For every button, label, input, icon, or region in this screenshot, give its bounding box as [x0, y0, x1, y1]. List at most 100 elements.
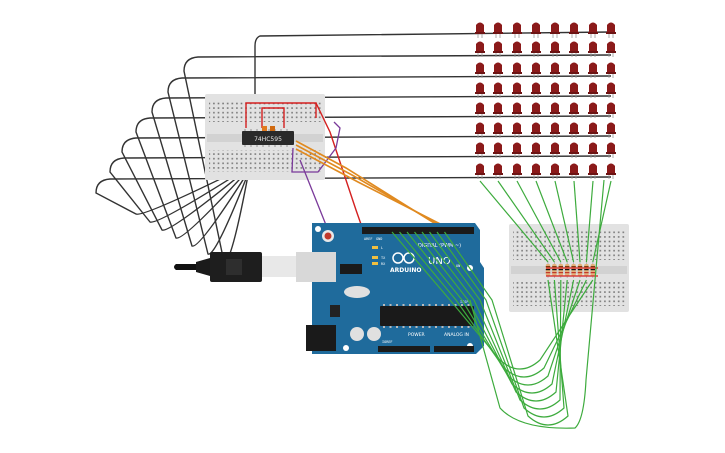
led[interactable]: [531, 142, 541, 159]
led[interactable]: [531, 82, 541, 99]
led[interactable]: [531, 122, 541, 139]
led[interactable]: [512, 102, 522, 119]
led[interactable]: [475, 142, 485, 159]
led[interactable]: [475, 102, 485, 119]
led[interactable]: [588, 142, 598, 159]
led[interactable]: [475, 163, 485, 180]
column-wire[interactable]: [497, 180, 555, 263]
row-wire[interactable]: [135, 115, 612, 239]
row-wire[interactable]: [121, 135, 612, 231]
power-jack[interactable]: [306, 325, 336, 351]
led[interactable]: [606, 102, 616, 119]
column-wire[interactable]: [516, 180, 562, 263]
led[interactable]: [606, 142, 616, 159]
led[interactable]: [588, 82, 598, 99]
led[interactable]: [550, 41, 560, 58]
led[interactable]: [569, 82, 579, 99]
led[interactable]: [512, 142, 522, 159]
power-header[interactable]: [378, 346, 430, 352]
led[interactable]: [531, 102, 541, 119]
led[interactable]: [493, 142, 503, 159]
column-wire[interactable]: [554, 180, 575, 263]
led[interactable]: [475, 62, 485, 79]
led[interactable]: [569, 122, 579, 139]
led[interactable]: [550, 163, 560, 180]
analog-header[interactable]: [434, 346, 474, 352]
led[interactable]: [550, 22, 560, 39]
led[interactable]: [512, 163, 522, 180]
orange-wires[interactable]: [295, 140, 455, 232]
led[interactable]: [531, 41, 541, 58]
resistor[interactable]: [552, 262, 557, 278]
led[interactable]: [475, 22, 485, 39]
resistor[interactable]: [571, 262, 576, 278]
led[interactable]: [493, 82, 503, 99]
led[interactable]: [588, 22, 598, 39]
row-wires[interactable]: [95, 31, 612, 263]
signal-wire[interactable]: [429, 231, 562, 410]
led[interactable]: [606, 122, 616, 139]
row-wire[interactable]: [151, 95, 612, 247]
led[interactable]: [606, 62, 616, 79]
resistor[interactable]: [577, 262, 583, 278]
usb-port[interactable]: [296, 252, 336, 282]
led[interactable]: [493, 41, 503, 58]
led[interactable]: [475, 122, 485, 139]
led[interactable]: [588, 163, 598, 180]
signal-wire[interactable]: [436, 231, 565, 418]
led[interactable]: [550, 122, 560, 139]
led[interactable]: [588, 62, 598, 79]
led[interactable]: [606, 163, 616, 180]
row-wire[interactable]: [95, 147, 612, 215]
column-wire[interactable]: [573, 180, 581, 263]
led[interactable]: [588, 41, 598, 58]
resistor-bank[interactable]: [545, 262, 598, 278]
led[interactable]: [550, 142, 560, 159]
arduino-uno-board[interactable]: L TX RX AREF GND DIGITAL (PWM ~) ARDUINO…: [262, 223, 484, 354]
led[interactable]: [493, 62, 503, 79]
column-wire[interactable]: [585, 180, 594, 263]
led[interactable]: [493, 122, 503, 139]
led[interactable]: [531, 22, 541, 39]
led[interactable]: [550, 62, 560, 79]
led[interactable]: [512, 82, 522, 99]
row-wire[interactable]: [109, 147, 612, 223]
led[interactable]: [512, 62, 522, 79]
column-wire[interactable]: [535, 180, 568, 263]
led[interactable]: [569, 62, 579, 79]
led[interactable]: [569, 22, 579, 39]
resistor[interactable]: [545, 262, 551, 278]
decoupling-capacitor[interactable]: [262, 126, 275, 131]
row-wire[interactable]: [167, 75, 612, 255]
led[interactable]: [512, 41, 522, 58]
led-matrix[interactable]: [475, 22, 616, 180]
led[interactable]: [475, 41, 485, 58]
signal-wire[interactable]: [469, 179, 605, 429]
led[interactable]: [531, 62, 541, 79]
led[interactable]: [531, 163, 541, 180]
led[interactable]: [606, 22, 616, 39]
led[interactable]: [493, 163, 503, 180]
column-wire[interactable]: [479, 180, 549, 263]
led[interactable]: [512, 22, 522, 39]
led[interactable]: [588, 102, 598, 119]
led[interactable]: [493, 102, 503, 119]
resistor[interactable]: [584, 262, 589, 278]
led[interactable]: [606, 41, 616, 58]
signal-wire[interactable]: [444, 231, 569, 426]
shift-register-chip[interactable]: 74HC595: [242, 129, 294, 147]
resistor[interactable]: [558, 262, 563, 278]
led[interactable]: [569, 102, 579, 119]
column-wire[interactable]: [592, 180, 612, 263]
signal-wire[interactable]: [421, 231, 568, 402]
led[interactable]: [550, 102, 560, 119]
resistor[interactable]: [565, 262, 570, 278]
reset-button[interactable]: [324, 232, 332, 240]
column-wires[interactable]: [391, 179, 612, 429]
digital-header[interactable]: [362, 227, 474, 234]
usb-cable[interactable]: [174, 252, 262, 282]
led[interactable]: [493, 22, 503, 39]
resistor[interactable]: [590, 262, 595, 278]
led[interactable]: [606, 82, 616, 99]
led[interactable]: [569, 163, 579, 180]
